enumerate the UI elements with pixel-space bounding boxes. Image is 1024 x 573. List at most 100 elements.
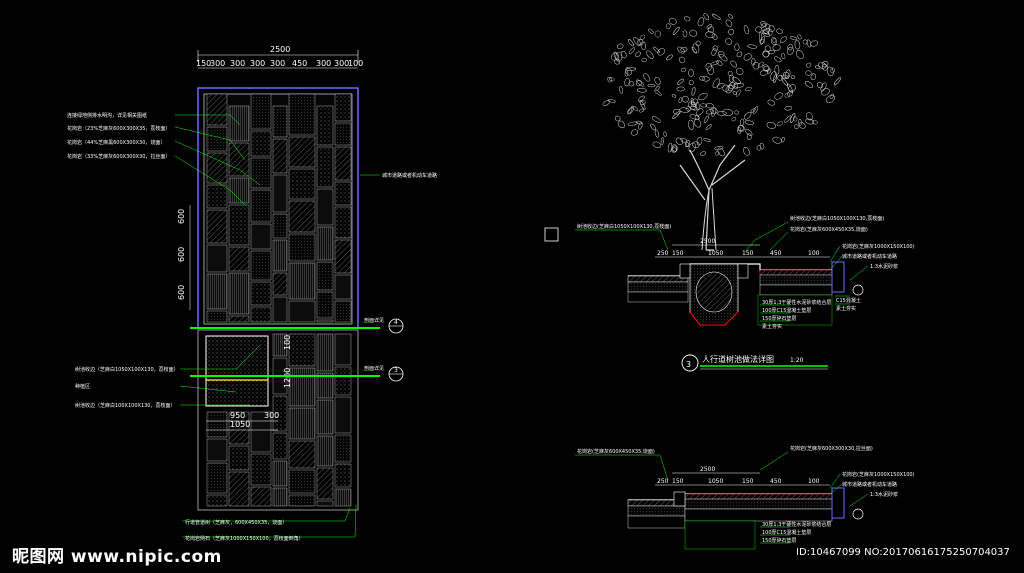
paving-slab <box>250 157 272 189</box>
leaf <box>652 141 661 148</box>
paving-slab <box>316 188 334 226</box>
paving-slab <box>228 272 250 315</box>
leaf <box>676 86 685 92</box>
leaf <box>794 40 801 50</box>
paving-slab <box>250 281 272 306</box>
section-title-circle <box>681 354 699 372</box>
leaf <box>689 29 698 37</box>
paving-slab <box>316 333 334 372</box>
leaf <box>657 48 665 56</box>
leaf <box>710 107 718 114</box>
paving-slab <box>334 239 352 274</box>
leaf <box>734 43 740 51</box>
leaf <box>736 51 743 58</box>
svg-text:花岗岩(芝麻灰1000X150X100): 花岗岩(芝麻灰1000X150X100) <box>842 471 915 478</box>
leaf <box>679 107 690 113</box>
leaf <box>705 124 712 130</box>
svg-text:1:3水泥砂浆: 1:3水泥砂浆 <box>870 263 898 270</box>
paving-slab <box>206 438 228 462</box>
leaf <box>677 46 685 54</box>
total-dimension: 2500 <box>270 45 290 54</box>
leaf <box>760 36 765 45</box>
leaf <box>725 19 733 27</box>
leaf <box>755 26 762 33</box>
leaf <box>602 100 610 107</box>
leaf <box>752 62 760 70</box>
leaf <box>614 58 621 65</box>
leaf <box>774 56 782 63</box>
leaf <box>627 107 632 115</box>
leaf <box>746 133 752 140</box>
leaf <box>688 79 694 85</box>
leaf <box>716 60 723 66</box>
leaf <box>737 124 745 133</box>
paving-slab <box>272 105 288 138</box>
leaf <box>682 95 689 103</box>
leaf <box>718 53 728 62</box>
section-dim-4: 450 <box>770 250 782 257</box>
watermark-id: ID:10467099 NO:20170616175250704037 <box>796 547 1010 558</box>
top-dim-0: 150 <box>196 59 211 68</box>
leaf <box>635 51 641 58</box>
paving-slab <box>250 189 272 223</box>
root-ball <box>695 271 733 313</box>
leaf <box>654 76 661 85</box>
leaf <box>653 46 660 54</box>
leaf <box>636 79 645 87</box>
callout-0: 连接绿地侧排水明沟，详见相关图纸 <box>67 112 147 119</box>
leaf <box>714 145 723 151</box>
leaf <box>691 87 696 96</box>
paving-slab <box>206 209 228 244</box>
paving-slab <box>288 469 316 494</box>
leaf <box>695 40 701 46</box>
leaf <box>747 44 757 49</box>
leaf <box>781 52 786 60</box>
leaf <box>703 13 710 21</box>
leaf <box>648 28 654 34</box>
leaf <box>639 100 646 110</box>
paving-slab <box>316 291 334 319</box>
leaf <box>717 82 725 89</box>
paving-slab <box>316 261 334 291</box>
bottom-dim-0: 950 <box>230 411 245 420</box>
paving-slab <box>334 274 352 300</box>
section-title: 人行道树池做法详图 <box>702 354 774 364</box>
svg-text:100厚C15混凝土垫层: 100厚C15混凝土垫层 <box>762 529 811 536</box>
leaf <box>737 127 742 135</box>
leaf <box>731 116 737 122</box>
leaf <box>784 92 791 98</box>
section-dim-2: 1050 <box>708 250 723 257</box>
leaf <box>615 51 623 62</box>
leaf <box>671 144 678 152</box>
leaf <box>706 24 712 30</box>
leaf <box>640 34 646 40</box>
paving-slab <box>334 396 352 434</box>
leaf <box>781 136 785 143</box>
paving-slab <box>228 411 250 445</box>
leaf <box>712 45 719 51</box>
leaf <box>784 106 793 111</box>
paving-pattern-bottom <box>206 333 352 507</box>
leaf <box>826 95 835 103</box>
leaf <box>707 65 714 75</box>
paving-slab <box>288 300 316 323</box>
top-dim-4: 300 <box>270 59 285 68</box>
section-dim-0: 250 <box>657 250 669 257</box>
leaf <box>685 140 690 148</box>
leaf <box>683 16 691 22</box>
paving-slab <box>288 367 316 407</box>
leaf <box>628 106 634 114</box>
leaf <box>830 67 835 74</box>
leaf <box>690 98 699 106</box>
paving-slab <box>334 333 352 366</box>
leaf <box>650 123 657 131</box>
paving-slab <box>272 432 288 460</box>
paving-slab <box>250 93 272 130</box>
paving-slab <box>288 262 316 300</box>
section-dim-5: 100 <box>808 250 820 257</box>
leaf <box>758 61 764 68</box>
leaf <box>790 75 796 79</box>
leaf <box>816 81 824 89</box>
plan-callouts <box>174 114 380 538</box>
paving-slab <box>272 239 288 272</box>
